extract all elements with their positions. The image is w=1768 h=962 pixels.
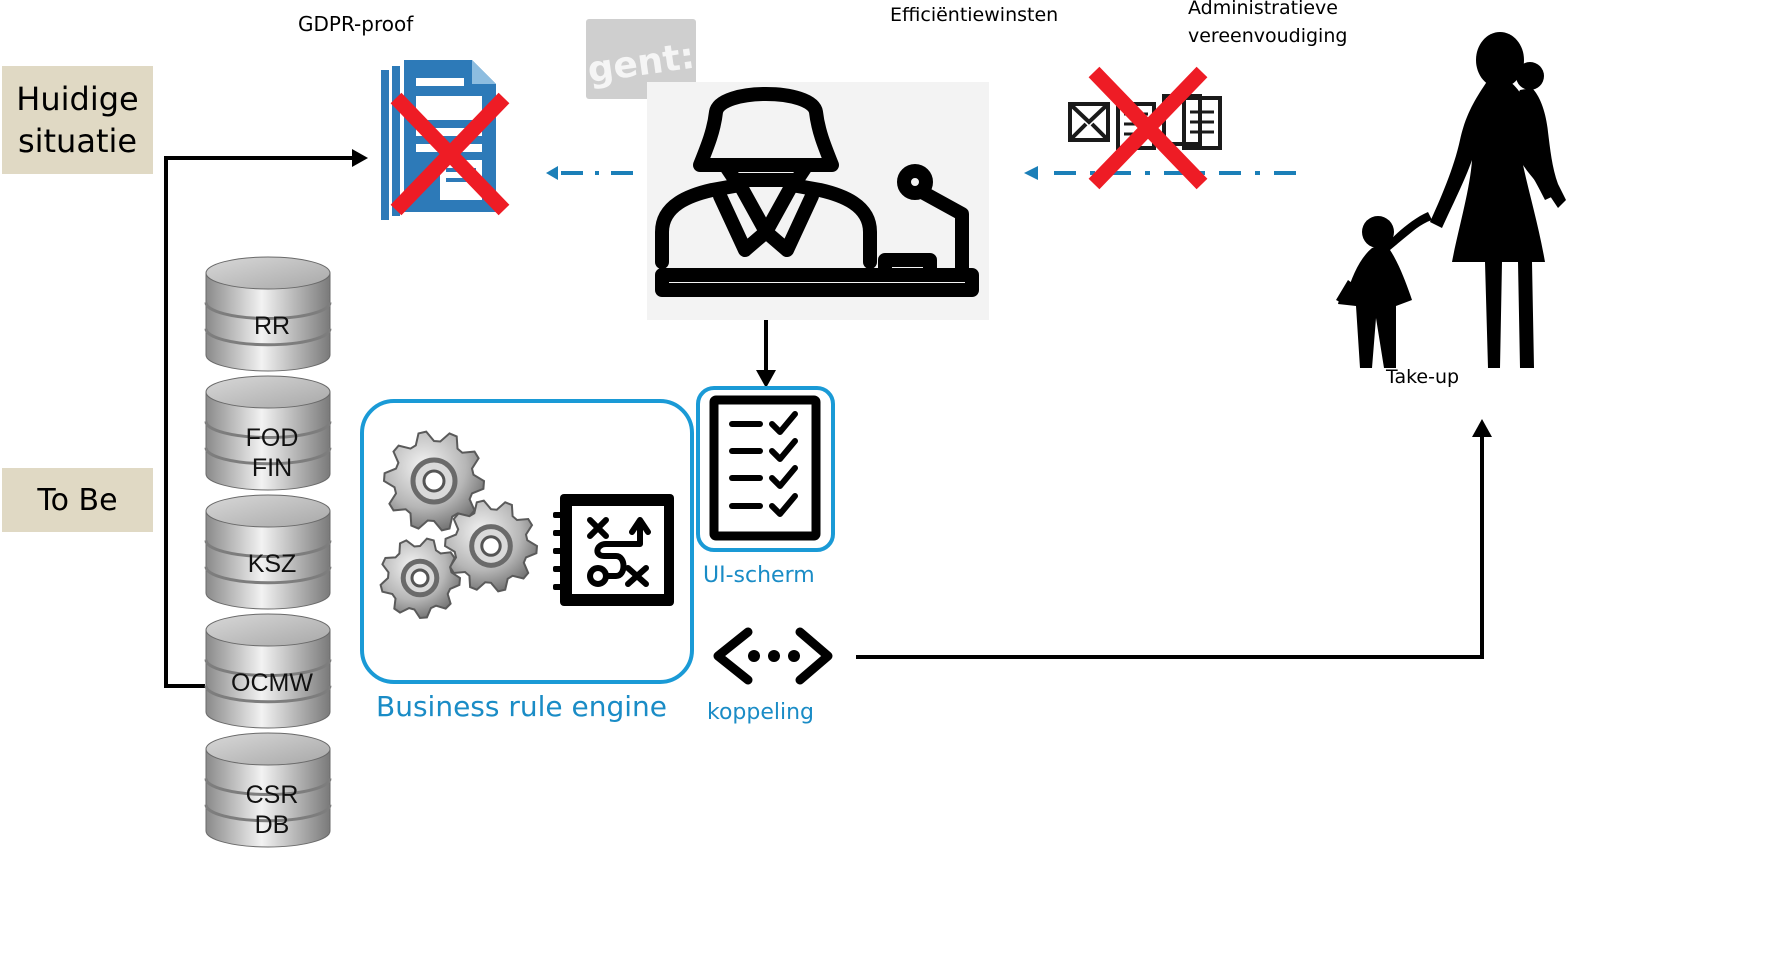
to-be-box: To Be	[2, 468, 153, 532]
database-label: FIN	[252, 454, 292, 482]
document-crossed-icon	[381, 60, 510, 220]
letters-crossed-icon	[1068, 66, 1222, 190]
strategy-board-icon	[553, 494, 674, 606]
database-label: FOD	[246, 424, 299, 452]
koppeling-label: koppeling	[707, 700, 815, 725]
ui-screen-box	[696, 386, 835, 552]
admin-line-1: Administratieve	[1188, 0, 1338, 19]
current-situation-line-1: Huidige	[16, 80, 139, 118]
database-label: DB	[255, 811, 290, 839]
business-rule-engine-label: Business rule engine	[376, 690, 668, 723]
current-situation-box: Huidige situatie	[2, 66, 153, 174]
current-situation-line-2: situatie	[17, 122, 138, 160]
admin-simplification-label: Administratieve vereenvoudiging	[1188, 0, 1347, 50]
dashdot-arrowhead-left	[546, 166, 558, 180]
database-cylinder: OCMW	[204, 613, 332, 729]
family-silhouette-icon	[1336, 32, 1566, 368]
gear-hole	[480, 535, 502, 557]
efficiency-gains-label: Efficiëntiewinsten	[890, 4, 1059, 26]
arrowhead-ui	[756, 370, 776, 388]
checklist-icon	[709, 395, 821, 541]
gear-hole	[422, 469, 446, 493]
ui-screen-label: UI-scherm	[703, 563, 815, 588]
database-label: CSR	[246, 781, 299, 809]
arrowhead-takeup	[1472, 419, 1492, 437]
take-up-label: Take-up	[1386, 366, 1460, 388]
ocmw-to-gdpr-line	[164, 156, 353, 688]
koppeling-to-takeup-line	[856, 435, 1484, 659]
gent-logo: gent:	[585, 19, 697, 99]
arrowhead-gdpr	[352, 149, 368, 167]
dashed-arrows	[546, 166, 1296, 180]
connector-icon	[713, 627, 833, 685]
gears-icon	[379, 430, 539, 620]
receptionist-icon	[647, 82, 989, 320]
database-cylinder: RR	[204, 256, 332, 372]
gdpr-proof-label: GDPR-proof	[298, 12, 414, 36]
database-label: OCMW	[231, 669, 313, 697]
admin-line-2: vereenvoudiging	[1188, 25, 1348, 47]
database-label: KSZ	[248, 550, 297, 578]
database-cylinder: KSZ	[204, 494, 332, 610]
database-label: RR	[254, 312, 290, 340]
dashdot-arrowhead-right	[1024, 166, 1038, 180]
gear-hole	[410, 568, 430, 588]
business-rule-engine-box	[360, 399, 694, 684]
